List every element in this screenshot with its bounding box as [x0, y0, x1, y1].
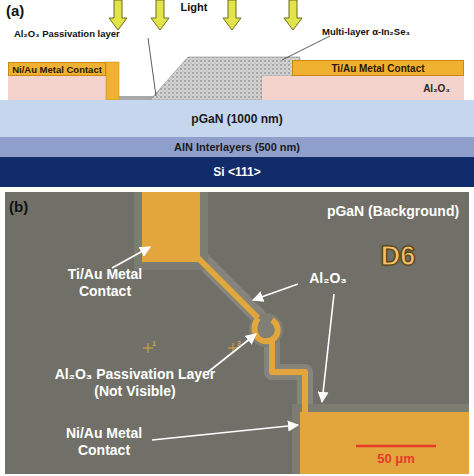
callout-arrow [322, 294, 334, 402]
panel-label: (a) [6, 2, 36, 20]
leader-line [148, 38, 156, 96]
oxide-base [8, 76, 108, 100]
metal-trace [196, 256, 258, 318]
mark-number: 1 [152, 340, 162, 348]
light-arrow [151, 0, 169, 30]
metal-pad [142, 192, 200, 262]
scale-label: 50 μm [356, 451, 436, 467]
oxide-pad [292, 404, 469, 474]
callout-arrow [112, 247, 150, 268]
callout-arrow [152, 425, 298, 440]
node-text: Al₂O₃ [423, 83, 450, 94]
metal-trace [272, 340, 305, 414]
light-arrow [223, 0, 241, 30]
node-text: Ti/Au Metal Contact [331, 63, 424, 74]
callout-label: Ni/Au Metal Contact [48, 425, 160, 459]
callout-label: Al₂O₃ Passivation layer [14, 28, 164, 39]
node-text: AlN Interlayers (500 nm) [174, 141, 300, 153]
metal-hook [255, 318, 278, 341]
device-id: D6 [366, 240, 430, 272]
alignment-mark [148, 343, 149, 353]
node-text: pGaN (1000 nm) [191, 112, 282, 126]
callout-label: Multi-layer α-In₂Se₃ [322, 26, 470, 37]
contact-strip [106, 62, 119, 100]
scale-bar [356, 445, 436, 448]
node-text: Ni/Au Metal Contact [12, 64, 102, 75]
metal-traces [196, 256, 305, 414]
callout-label: Al₂O₃ [296, 270, 360, 287]
background-label: pGaN (Background) [318, 203, 468, 220]
substrate-layer: Si <111> [0, 157, 474, 187]
alignment-marks [143, 343, 238, 353]
callout-arrows [112, 247, 334, 440]
light-arrow [284, 0, 302, 30]
metal-contact: Ti/Au Metal Contact [292, 60, 464, 76]
mark-number: 3 [237, 340, 247, 348]
node-text: Si <111> [213, 165, 260, 179]
panel-label: (b) [9, 198, 39, 216]
metal-contact: Ni/Au Metal Contact [8, 62, 106, 76]
oxide-layer: Al₂O₃ [262, 76, 464, 100]
callout-label: Al₂O₃ Passivation Layer (Not Visible) [40, 366, 230, 400]
micrograph [5, 192, 469, 474]
substrate-layer: AlN Interlayers (500 nm) [0, 137, 474, 157]
light-arrows [109, 0, 302, 30]
substrate-layer: pGaN (1000 nm) [0, 100, 474, 137]
light-label: Light [172, 1, 216, 14]
callout-label: Ti/Au Metal Contact [50, 266, 160, 300]
light-arrow [109, 0, 127, 30]
callout-arrow [253, 284, 298, 300]
leader-line [282, 36, 330, 60]
metal-pad [300, 412, 469, 474]
oxide-trace [272, 342, 305, 410]
oxide-outline [198, 256, 305, 410]
